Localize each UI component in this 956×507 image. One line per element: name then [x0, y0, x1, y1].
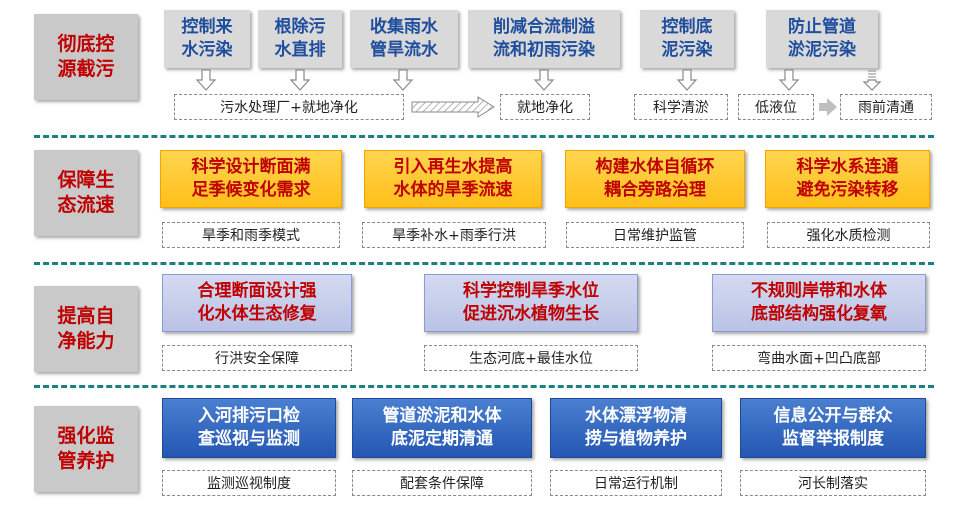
down-arrow-icon [195, 69, 217, 91]
note-box: 科学清淤 [634, 94, 728, 120]
row-separator [34, 135, 934, 138]
category-label: 彻底控 源截污 [34, 14, 138, 100]
category-label: 提高自 净能力 [34, 286, 138, 372]
measure-box: 收集雨水 管旱流水 [350, 10, 458, 68]
right-arrow-icon [819, 98, 837, 116]
striped-down-arrow-icon [862, 70, 882, 91]
measure-box: 引入再生水提高 水体的旱季流速 [364, 150, 542, 208]
down-arrow-icon [533, 69, 555, 91]
measure-box: 削减合流制溢 流和初雨污染 [468, 10, 620, 68]
measure-box: 科学水系连通 避免污染转移 [765, 150, 930, 208]
measure-box: 信息公开与群众 监督举报制度 [740, 398, 926, 458]
down-arrow-icon [676, 69, 698, 91]
down-arrow-icon [778, 69, 800, 91]
note-box: 弯曲水面+凹凸底部 [712, 345, 926, 371]
note-box: 污水处理厂+就地净化 [174, 94, 404, 120]
measure-box: 科学控制旱季水位 促进沉水植物生长 [424, 274, 638, 332]
measure-box: 控制底 泥污染 [640, 10, 734, 68]
row-separator [34, 262, 934, 265]
measure-box: 根除污 水直排 [258, 10, 342, 68]
note-box: 生态河底+最佳水位 [424, 345, 638, 371]
measure-box: 水体漂浮物清 捞与植物养护 [550, 398, 722, 458]
note-box: 旱季补水+雨季行洪 [362, 222, 546, 248]
row-separator [34, 385, 934, 388]
measure-box: 合理断面设计强 化水体生态修复 [162, 274, 352, 332]
note-box: 就地净化 [500, 94, 590, 120]
note-box: 强化水质检测 [767, 222, 930, 248]
note-box: 监测巡视制度 [162, 470, 336, 496]
hatched-right-arrow-icon [411, 96, 495, 118]
category-label: 强化监 管养护 [34, 406, 138, 492]
measure-box: 防止管道 淤泥污染 [766, 10, 878, 68]
measure-box: 管道淤泥和水体 底泥定期清通 [352, 398, 532, 458]
note-box: 配套条件保障 [352, 470, 532, 496]
note-box: 低液位 [738, 94, 814, 120]
measure-box: 构建水体自循环 耦合旁路治理 [565, 150, 745, 208]
down-arrow-icon [392, 69, 414, 91]
note-box: 行洪安全保障 [162, 345, 352, 371]
measure-box: 不规则岸带和水体 底部结构强化复氧 [712, 274, 926, 332]
measure-box: 入河排污口检 查巡视与监测 [162, 398, 336, 458]
note-box: 雨前清通 [840, 94, 932, 120]
measure-box: 控制来 水污染 [164, 10, 250, 68]
note-box: 日常维护监管 [566, 222, 744, 248]
note-box: 日常运行机制 [550, 470, 722, 496]
down-arrow-icon [289, 69, 311, 91]
category-label: 保障生 态流速 [34, 150, 138, 236]
measure-box: 科学设计断面满 足季候变化需求 [160, 150, 342, 208]
note-box: 旱季和雨季模式 [162, 222, 340, 248]
note-box: 河长制落实 [740, 470, 926, 496]
